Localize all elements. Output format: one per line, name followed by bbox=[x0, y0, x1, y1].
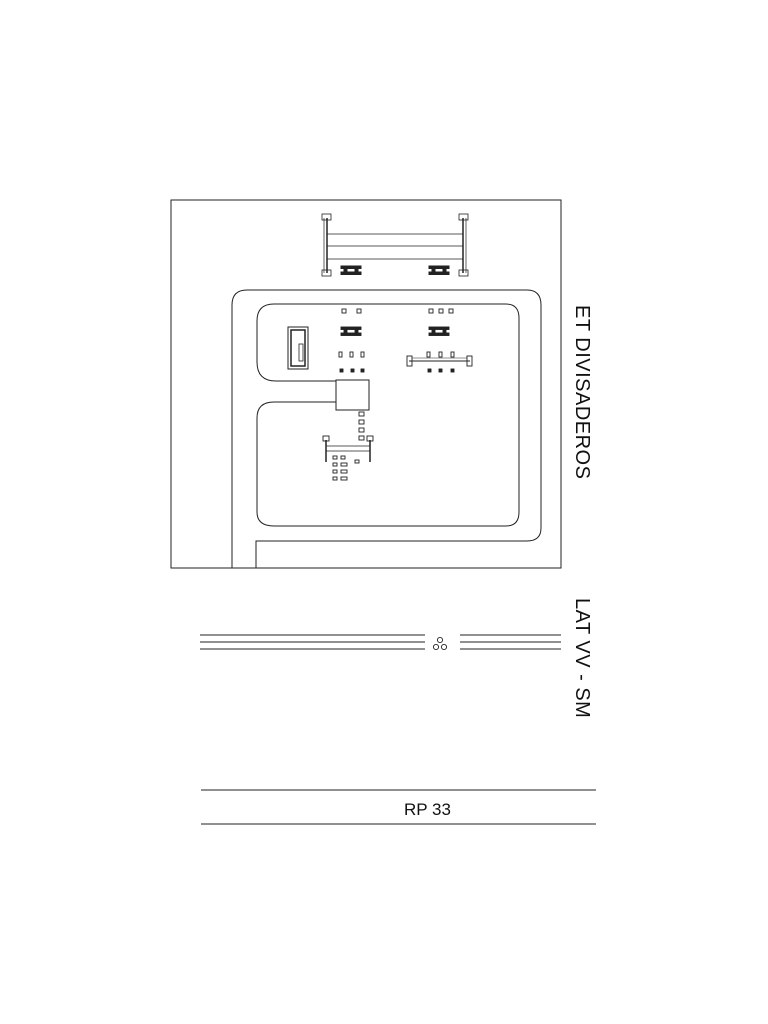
perimeter-road-outer bbox=[231, 289, 542, 568]
control-building bbox=[335, 379, 370, 411]
perimeter-road-inner bbox=[256, 303, 520, 527]
transformer-core bbox=[290, 329, 306, 367]
transmission-tower bbox=[432, 636, 448, 651]
transformer-detail bbox=[298, 343, 304, 362]
bay-left-equipment bbox=[338, 308, 365, 373]
lower-switchgear bbox=[322, 411, 374, 481]
station-label: ET DIVISADEROS bbox=[571, 305, 593, 480]
line-label: LAT VV - SM bbox=[571, 598, 593, 719]
road-label: RP 33 bbox=[404, 800, 451, 819]
transformer-outline bbox=[287, 326, 309, 370]
bay-right-equipment bbox=[406, 308, 473, 373]
transmission-line bbox=[200, 634, 561, 650]
substation-boundary bbox=[170, 199, 562, 569]
top-gantry bbox=[321, 213, 469, 277]
